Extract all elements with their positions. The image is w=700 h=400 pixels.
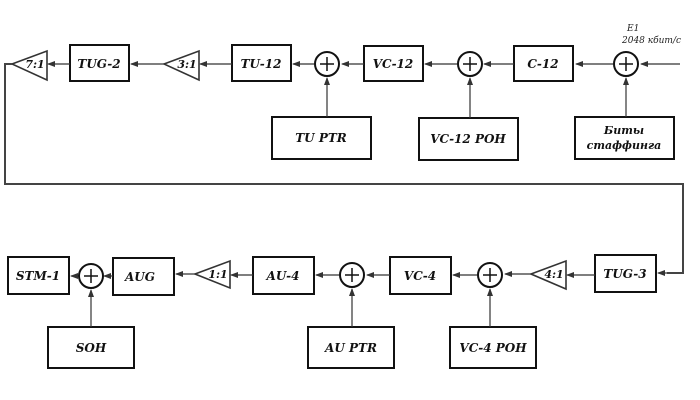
soh-block: SOH <box>47 326 135 369</box>
summer-soh <box>78 263 104 289</box>
tug2-block: TUG-2 <box>69 44 130 82</box>
mux-1-1: 1:1 <box>192 259 231 290</box>
vc4-poh-block: VC-4 POH <box>449 326 537 369</box>
vc12-poh-label: VC-12 POH <box>430 132 506 146</box>
au-ptr-label: AU PTR <box>324 341 377 355</box>
mux-7-1-label: 7:1 <box>25 58 44 71</box>
loop-connector-to-tug3 <box>4 63 684 274</box>
e1-label: E1 <box>626 24 639 34</box>
vc4-block: VC-4 <box>389 256 452 295</box>
mux-3-1-label: 3:1 <box>177 58 196 71</box>
stuffing-bits-block: Биты стаффинга <box>574 116 675 160</box>
e1-rate-label: 2048 кбит/с <box>621 35 681 46</box>
stm1-block: STM-1 <box>7 256 70 295</box>
summer-au-ptr <box>339 262 365 288</box>
au-ptr-block: AU PTR <box>307 326 395 369</box>
stuffing-label-line2: стаффинга <box>587 139 662 152</box>
mux-7-1: 7:1 <box>9 49 48 82</box>
tug3-label: TUG-3 <box>603 267 646 281</box>
tu-ptr-block: TU PTR <box>271 116 372 160</box>
mux-4-1: 4:1 <box>528 259 567 291</box>
aug-block: AUG <box>112 257 175 296</box>
tu12-block: TU-12 <box>231 44 292 82</box>
stm1-label: STM-1 <box>16 269 60 283</box>
vc4-poh-label: VC-4 POH <box>459 341 527 355</box>
au4-label: AU-4 <box>266 269 300 283</box>
tu12-label: TU-12 <box>241 57 282 71</box>
vc12-label: VC-12 <box>373 57 414 71</box>
summer-tu-ptr <box>314 51 340 77</box>
c12-label: C-12 <box>527 57 558 71</box>
summer-stuffing <box>613 51 639 77</box>
summer-vc12-poh <box>457 51 483 77</box>
vc12-poh-block: VC-12 POH <box>418 117 519 161</box>
vc4-label: VC-4 <box>404 269 436 283</box>
tug3-block: TUG-3 <box>594 254 657 293</box>
au4-block: AU-4 <box>252 256 315 295</box>
stuffing-label-line1: Биты <box>603 124 644 137</box>
tu-ptr-label: TU PTR <box>295 131 347 145</box>
aug-label: AUG <box>124 270 155 284</box>
c12-block: C-12 <box>513 45 574 82</box>
mux-3-1: 3:1 <box>161 49 200 82</box>
vc12-block: VC-12 <box>363 45 424 82</box>
summer-vc4-poh <box>477 262 503 288</box>
soh-label: SOH <box>76 341 107 355</box>
tug2-label: TUG-2 <box>77 57 120 71</box>
mux-1-1-label: 1:1 <box>208 268 227 281</box>
mux-4-1-label: 4:1 <box>544 268 563 281</box>
